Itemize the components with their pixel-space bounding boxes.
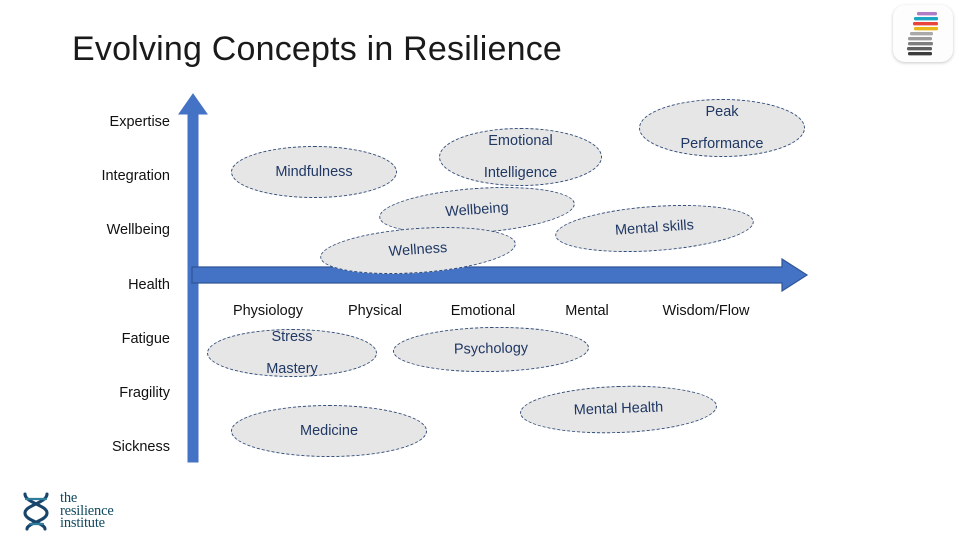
y-axis-tick-labels: Expertise Integration Wellbeing Health F… [20, 0, 170, 540]
bubble-label: Mindfulness [275, 163, 353, 180]
brand-line-resilience: resilience [60, 502, 114, 519]
bubble-peak-performance[interactable]: Peak Performance [639, 99, 805, 157]
bubble-medicine[interactable]: Medicine [231, 405, 427, 457]
y-tick-health: Health [128, 277, 170, 293]
y-tick-fragility: Fragility [119, 385, 170, 401]
x-tick-emotional: Emotional [450, 303, 516, 319]
x-axis-arrow [191, 258, 809, 292]
bubble-label: Emotional Intelligence [472, 133, 569, 182]
dna-helix-icon [23, 492, 49, 531]
bubble-label: Mental Health [573, 399, 664, 419]
y-tick-fatigue: Fatigue [121, 331, 170, 347]
bubble-stress-mastery[interactable]: Stress Mastery [207, 329, 377, 377]
bubble-mental-health[interactable]: Mental Health [519, 382, 718, 437]
brand-logo: the resilience institute [16, 487, 148, 535]
bubble-label-line2: Performance [680, 136, 764, 153]
y-tick-integration: Integration [101, 168, 170, 184]
bubble-label: Peak Performance [668, 104, 775, 153]
bubble-label: Wellbeing [444, 200, 510, 221]
bubble-mental-skills[interactable]: Mental skills [553, 199, 756, 258]
bubble-psychology[interactable]: Psychology [392, 325, 590, 374]
x-tick-mental: Mental [565, 303, 609, 319]
bubble-label-line2: Mastery [266, 361, 318, 378]
y-tick-wellbeing: Wellbeing [106, 222, 170, 238]
stacked-bars-app-icon[interactable] [893, 5, 953, 62]
bubble-label: Psychology [453, 340, 529, 359]
bubble-label-line1: Peak [705, 103, 739, 120]
bubble-mindfulness[interactable]: Mindfulness [231, 146, 397, 198]
x-tick-wisdom-flow: Wisdom/Flow [662, 303, 750, 319]
bubble-label-line1: Emotional [488, 132, 553, 149]
bubble-label: Stress Mastery [254, 329, 330, 378]
bubble-label: Mental skills [614, 217, 695, 240]
bubble-label: Medicine [299, 422, 359, 439]
x-tick-physical: Physical [348, 303, 402, 319]
page-title: Evolving Concepts in Resilience [72, 30, 563, 68]
brand-line-the: the [60, 490, 78, 507]
bubble-label: Wellness [388, 240, 448, 261]
bubble-label-line2: Intelligence [483, 165, 558, 182]
y-tick-sickness: Sickness [111, 439, 170, 455]
x-tick-physiology: Physiology [232, 303, 304, 319]
brand-wordmark: the resilience institute [60, 490, 114, 532]
brand-line-institute: institute [60, 515, 105, 532]
y-tick-expertise: Expertise [109, 114, 170, 130]
bubble-emotional-intelligence[interactable]: Emotional Intelligence [439, 128, 602, 186]
stacked-bars-glyph [907, 12, 938, 56]
bubble-label-line1: Stress [271, 328, 313, 345]
